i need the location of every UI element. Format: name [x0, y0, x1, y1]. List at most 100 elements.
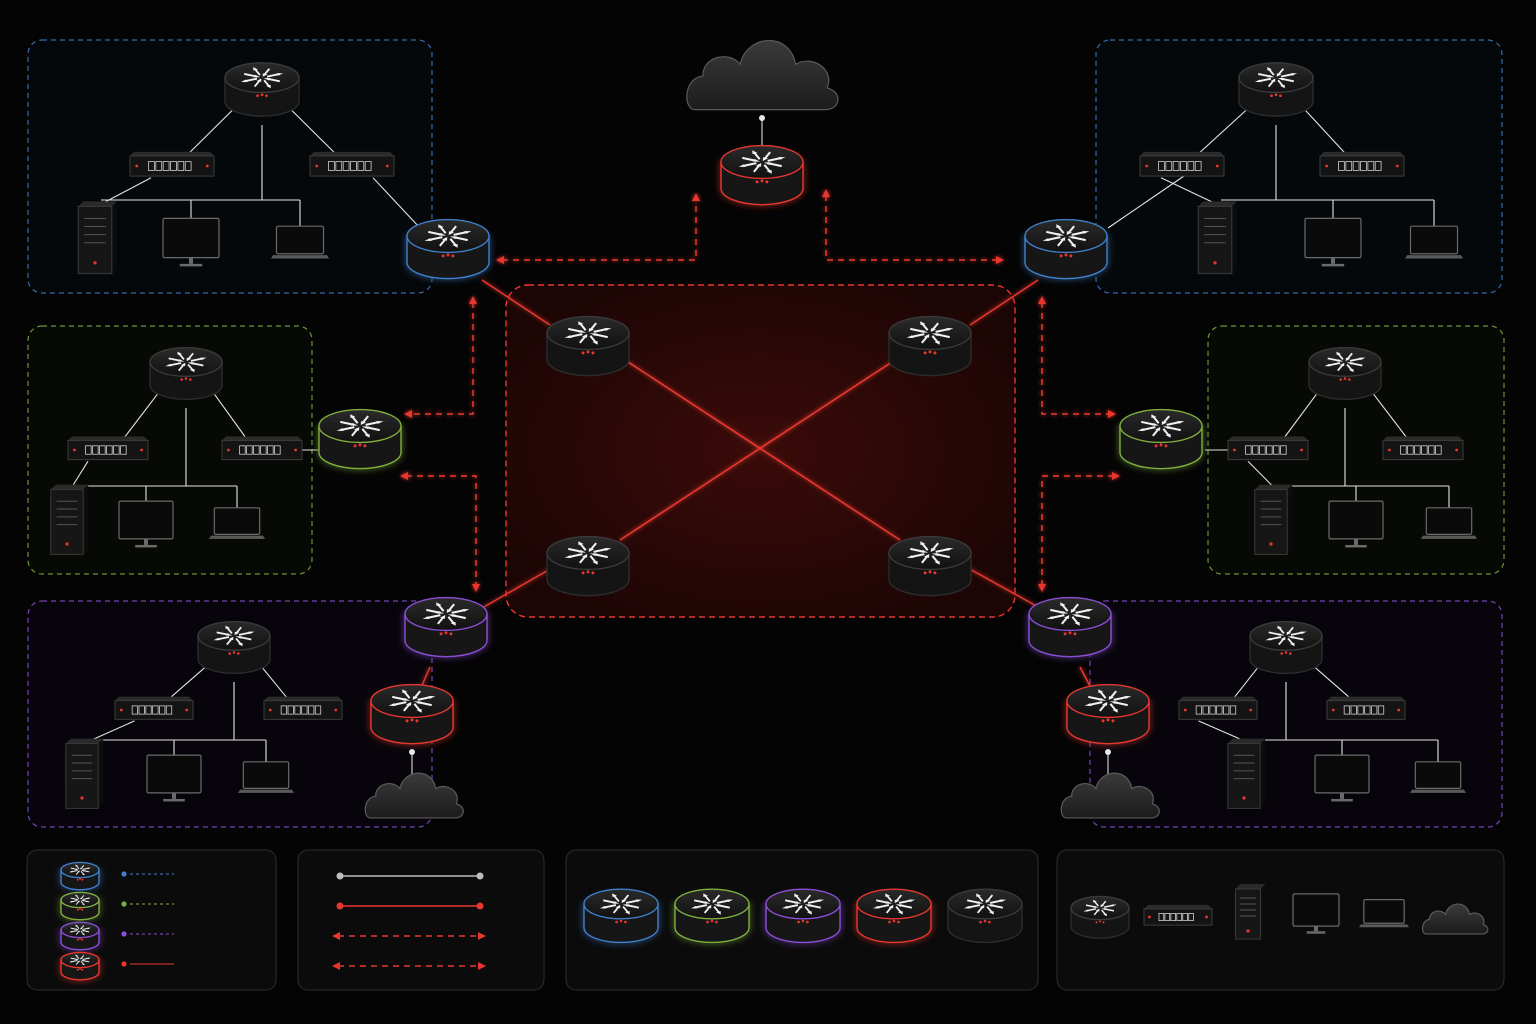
zone-router-icon[interactable] — [224, 62, 300, 117]
switch-body — [1227, 439, 1309, 461]
laptop-screen — [1414, 761, 1462, 789]
status-led — [1073, 632, 1077, 636]
zone-router-icon[interactable] — [197, 620, 271, 675]
status-led — [76, 908, 79, 911]
router-glyph-arrow — [1056, 224, 1062, 229]
router-glyph-arrow — [923, 333, 930, 338]
edge-router-icon[interactable] — [1119, 408, 1203, 470]
legend-router-icon[interactable] — [1070, 895, 1130, 939]
switch-port — [106, 445, 113, 455]
router-glyph-arrow — [934, 340, 940, 345]
switch-icon — [309, 151, 395, 177]
router-glyph-arrow — [763, 162, 772, 166]
zone-router-icon[interactable] — [149, 346, 223, 401]
edge-router-icon[interactable] — [1028, 596, 1112, 658]
router-glyph-arrow — [1060, 602, 1066, 607]
router-glyph-arrow — [1093, 899, 1097, 903]
legend-router-blue[interactable] — [583, 888, 659, 944]
router-glyph-arrow — [1299, 631, 1307, 634]
dashed-flow — [404, 296, 477, 418]
router-top — [1028, 596, 1112, 632]
legend-dot — [121, 961, 127, 967]
router-glyph-arrow — [388, 703, 397, 706]
status-led — [237, 652, 240, 655]
router-glyph-arrow — [441, 236, 448, 241]
legend-router-purple[interactable] — [60, 921, 100, 951]
core-router-icon[interactable] — [888, 315, 972, 377]
router-glyph-arrow — [603, 328, 612, 331]
desktop-monitor-icon — [1328, 500, 1384, 548]
legend-router-purple[interactable] — [765, 888, 841, 944]
edge-router-icon[interactable] — [404, 596, 488, 658]
router-glyph-arrow — [1103, 913, 1107, 917]
status-led — [76, 878, 79, 881]
router-glyph-arrow — [75, 954, 78, 957]
router-glyph-arrow — [612, 893, 617, 897]
router-glyph-arrow — [1277, 633, 1285, 636]
dashed-flow — [1038, 296, 1116, 418]
switch-icon — [1227, 436, 1309, 461]
switch-port — [357, 161, 365, 171]
lan-link — [169, 664, 209, 699]
switch-port — [1352, 161, 1360, 171]
router-glyph-arrow — [908, 899, 916, 902]
desktop-monitor-icon — [146, 754, 202, 802]
legend-router-red[interactable] — [60, 951, 100, 981]
edge-router-icon[interactable] — [1066, 683, 1150, 745]
switch-port — [177, 161, 185, 171]
legend-panels — [26, 849, 1505, 991]
core-router-icon[interactable] — [546, 315, 630, 377]
switch-port — [294, 705, 301, 715]
monitor-screen — [1304, 217, 1362, 259]
edge-router-icon[interactable] — [1024, 218, 1108, 280]
status-led — [184, 377, 188, 380]
internet-cloud-icon — [686, 40, 839, 111]
laptop-base — [1409, 789, 1467, 793]
status-led — [415, 719, 419, 723]
edge-router-icon[interactable] — [318, 408, 402, 470]
router-glyph-arrow — [263, 77, 271, 81]
router-top — [1249, 620, 1323, 652]
router-glyph-arrow — [716, 911, 721, 915]
zone-router-icon[interactable] — [1308, 346, 1382, 401]
status-led — [619, 919, 623, 923]
lan-link — [1311, 664, 1351, 699]
switch-port — [131, 705, 139, 715]
switch-body — [1139, 155, 1225, 177]
legend-router-blue[interactable] — [60, 861, 100, 891]
router-glyph-arrow — [713, 904, 721, 907]
switch-icon — [129, 151, 215, 177]
status-led — [1183, 708, 1187, 712]
edge-router-icon[interactable] — [370, 683, 454, 745]
router-glyph-arrow — [612, 901, 620, 904]
router-glyph-arrow — [350, 414, 356, 419]
edge-router-icon[interactable] — [720, 144, 804, 206]
legend-router-green[interactable] — [674, 888, 750, 944]
router-glyph-arrow — [438, 224, 444, 229]
status-led — [79, 877, 81, 880]
zone-router-icon[interactable] — [1249, 620, 1323, 675]
switch-port — [1194, 161, 1202, 171]
monitor-neck — [1314, 926, 1318, 932]
lan-link — [1302, 106, 1346, 154]
zone-router-icon[interactable] — [1238, 62, 1314, 117]
legend-router-green[interactable] — [60, 891, 100, 921]
router-glyph-arrow — [930, 548, 937, 553]
server-top — [1254, 484, 1293, 490]
status-led — [79, 907, 81, 910]
status-led — [923, 571, 927, 575]
status-led — [81, 938, 84, 941]
switch-top — [115, 696, 193, 701]
router-glyph-arrow — [762, 157, 769, 162]
switch-port — [1350, 705, 1357, 715]
core-router-icon[interactable] — [546, 535, 630, 597]
edge-router-icon[interactable] — [406, 218, 490, 280]
status-led — [1395, 164, 1399, 168]
router-glyph-arrow — [898, 911, 903, 915]
core-router-icon[interactable] — [888, 535, 972, 597]
server-top — [78, 201, 117, 207]
router-glyph-arrow — [989, 911, 994, 915]
legend-router-plain[interactable] — [947, 888, 1023, 944]
legend-router-red[interactable] — [856, 888, 932, 944]
router-glyph-arrow — [976, 901, 984, 904]
